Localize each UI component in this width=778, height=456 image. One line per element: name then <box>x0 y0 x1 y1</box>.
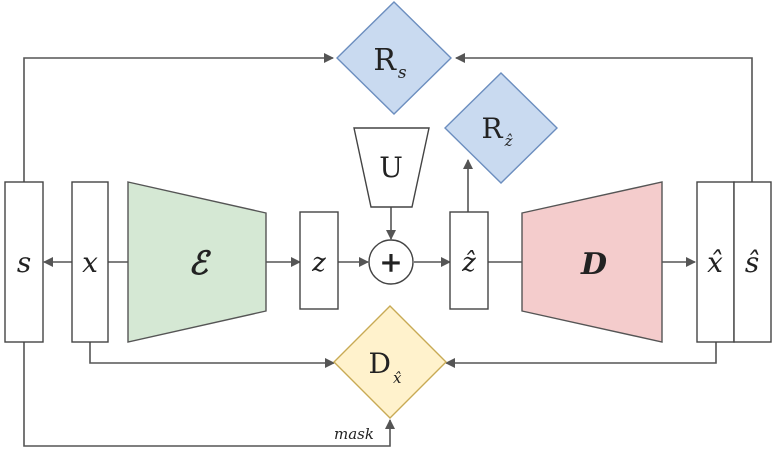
edges <box>23 53 753 447</box>
node-noise-label: U <box>379 151 403 184</box>
node-x-hat-label: x̂ <box>707 246 723 279</box>
node-decoder-label: D <box>580 247 607 282</box>
node-z: z <box>299 211 339 310</box>
edge-x-to-dx <box>89 342 335 368</box>
edge-label-mask: mask <box>334 425 374 443</box>
edge-s-mask-to-dx <box>23 342 395 447</box>
edge-xhat-to-dx <box>445 342 717 368</box>
node-z-hat-label: ẑ <box>461 248 476 278</box>
node-s: s <box>4 181 44 343</box>
node-x-label: x <box>82 246 98 279</box>
node-s-hat-label: ŝ <box>745 246 759 279</box>
node-noise-u: U <box>353 127 430 208</box>
node-x-hat: x̂ <box>696 181 735 343</box>
node-z-hat: ẑ <box>449 211 489 310</box>
node-encoder: ℰ <box>127 181 267 343</box>
node-s-label: s <box>17 246 31 279</box>
node-add-label: + <box>379 246 402 279</box>
node-add: + <box>368 239 414 285</box>
node-x: x <box>71 181 109 343</box>
edge-shat-to-rs <box>455 53 753 182</box>
edge-s-to-rs <box>23 53 334 182</box>
node-encoder-label: ℰ <box>188 244 211 282</box>
node-decoder: D <box>521 181 663 343</box>
node-z-label: z <box>311 248 326 278</box>
node-s-hat: ŝ <box>733 181 772 343</box>
